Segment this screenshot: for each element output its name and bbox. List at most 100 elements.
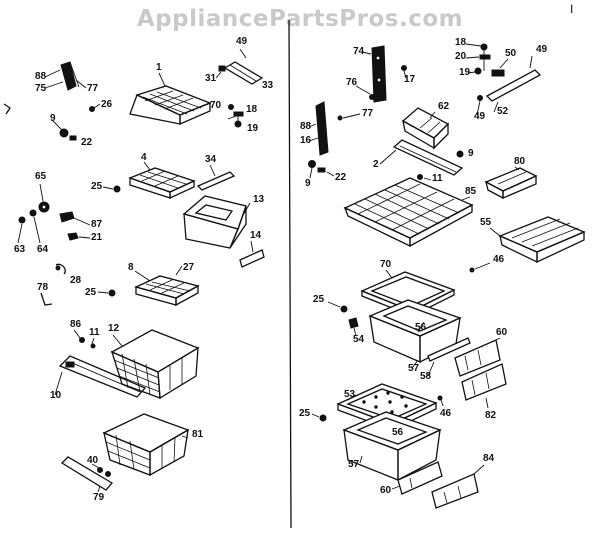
- callout-c12: 12: [108, 323, 120, 334]
- callout-c62: 62: [438, 101, 450, 112]
- callout-c31: 31: [205, 73, 217, 84]
- callout-c56b: 56: [392, 427, 404, 438]
- part-screw-9-22: [52, 120, 77, 141]
- part-rail-10: [54, 329, 147, 398]
- callout-c25a: 25: [91, 181, 103, 192]
- callout-c52: 52: [497, 106, 509, 117]
- callout-c57a: 57: [408, 363, 420, 374]
- callout-c40: 40: [87, 455, 99, 466]
- callout-c78: 78: [37, 282, 49, 293]
- part-basket-81: [102, 413, 190, 477]
- callout-c49a: 49: [236, 36, 248, 47]
- callout-c18b: 18: [455, 37, 467, 48]
- callout-c21: 21: [91, 232, 103, 243]
- part-strip-58: [427, 337, 471, 377]
- callout-c27: 27: [183, 262, 195, 273]
- part-rail-2: [379, 139, 464, 181]
- callout-c87: 87: [91, 219, 103, 230]
- callout-c46a: 46: [493, 254, 505, 265]
- callout-c18a: 18: [246, 104, 258, 115]
- callout-c11a: 11: [89, 327, 100, 338]
- part-tray-55: [489, 216, 586, 264]
- part-screw-25b: [97, 289, 116, 297]
- callout-c8: 8: [128, 262, 134, 273]
- part-slide-54: [348, 317, 359, 337]
- part-shelf-1: [129, 72, 212, 125]
- callout-c46b: 46: [440, 408, 452, 419]
- callout-c17: 17: [404, 74, 416, 85]
- part-bracket-21: [67, 232, 91, 241]
- callout-c25b: 25: [85, 287, 97, 298]
- part-rail-52: [476, 55, 542, 116]
- callout-c80: 80: [514, 156, 526, 167]
- callout-c25c: 25: [313, 294, 325, 305]
- center-divider: [288, 19, 292, 529]
- part-hinge-bracket-left: [44, 61, 87, 91]
- part-handle-60a: [454, 337, 501, 377]
- callout-c81: 81: [192, 429, 204, 440]
- part-tray-80: [484, 166, 538, 200]
- callout-c60b: 60: [380, 485, 392, 496]
- callout-c75: 75: [35, 83, 47, 94]
- callout-c57b: 57: [348, 459, 360, 470]
- callout-c64: 64: [37, 244, 49, 255]
- callout-c26: 26: [101, 99, 113, 110]
- callout-c49c: 49: [474, 111, 486, 122]
- part-hinge-bracket-right: [308, 101, 361, 156]
- callout-c70b: 70: [380, 259, 392, 270]
- part-lid-53: [336, 383, 444, 432]
- part-tray-8: [134, 265, 200, 307]
- part-rail-33: [215, 48, 264, 85]
- part-screw-76: [355, 85, 375, 100]
- callout-c33: 33: [262, 80, 274, 91]
- callout-c77b: 77: [362, 108, 374, 119]
- callout-c10: 10: [50, 390, 62, 401]
- callout-c76: 76: [346, 77, 358, 88]
- part-roller-65: [17, 183, 50, 244]
- callout-c88b: 88: [300, 121, 312, 132]
- callout-c11b: 11: [432, 173, 443, 184]
- part-rail-79: [60, 456, 113, 493]
- callout-c63: 63: [14, 244, 26, 255]
- callout-c2: 2: [373, 159, 379, 170]
- callout-c49b: 49: [536, 44, 548, 55]
- callout-c55: 55: [480, 217, 492, 228]
- part-strip-14: [239, 240, 265, 268]
- part-hinge-74: [361, 45, 407, 103]
- callout-c50: 50: [505, 48, 517, 59]
- callout-c19b: 19: [459, 67, 471, 78]
- part-handle-60b: [391, 461, 443, 495]
- callout-c88a: 88: [35, 71, 47, 82]
- callout-c22b: 22: [335, 172, 347, 183]
- part-hinge-70: [227, 104, 244, 128]
- part-shelf-85: [343, 177, 474, 248]
- callout-c9b: 9: [468, 148, 474, 159]
- part-screw-9-22-right: [308, 160, 335, 179]
- page-mark: I: [570, 2, 574, 16]
- part-handle-82: [461, 363, 507, 409]
- callout-c4: 4: [141, 152, 147, 163]
- callout-c74: 74: [353, 46, 365, 57]
- callout-c79: 79: [93, 492, 105, 503]
- callout-c56a: 56: [415, 322, 427, 333]
- callout-c34: 34: [205, 154, 217, 165]
- part-screw-26: [89, 103, 101, 112]
- part-drawer-57a: [368, 299, 462, 369]
- callout-c70a: 70: [210, 100, 222, 111]
- callout-c25d: 25: [299, 408, 311, 419]
- callout-c28: 28: [70, 275, 82, 286]
- callout-c85: 85: [465, 186, 477, 197]
- part-basket-12: [110, 329, 200, 400]
- callout-c54: 54: [353, 334, 365, 345]
- part-clip-left-edge: [3, 103, 11, 115]
- callout-c16: 16: [300, 135, 312, 146]
- callout-c13: 13: [253, 194, 265, 205]
- part-hinge-cluster-top-right: [465, 43, 509, 77]
- callout-c9c: 9: [305, 178, 311, 189]
- watermark: AppliancePartsPros.com: [136, 6, 464, 32]
- part-bin-13: [182, 195, 251, 249]
- part-screw-25d: [311, 413, 327, 422]
- callout-c58: 58: [420, 371, 432, 382]
